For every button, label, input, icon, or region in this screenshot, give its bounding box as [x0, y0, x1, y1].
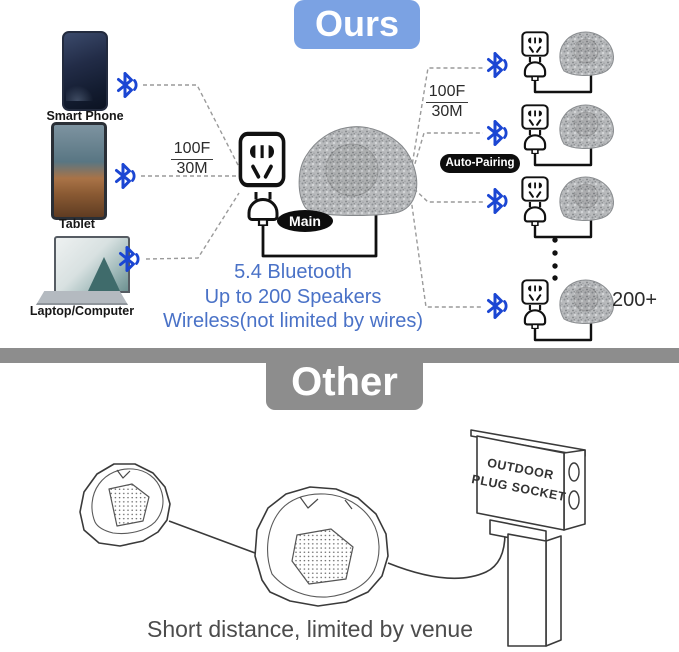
bluetooth-icon [484, 293, 510, 319]
range-label: 100F 30M [424, 83, 470, 121]
bluetooth-icon [484, 188, 510, 214]
other-section-lineart: OUTDOOR PLUG SOCKET [79, 429, 586, 647]
bluetooth-icon [484, 52, 510, 78]
range-feet: 100F [170, 140, 214, 160]
satellite-row-1 [521, 31, 615, 94]
speaker-count: 200+ [612, 289, 658, 311]
main-power-socket-icon [240, 134, 378, 258]
more-speakers-dots [552, 237, 558, 281]
other-caption: Short distance, limited by venue [146, 616, 473, 642]
power-plug-icon [523, 202, 547, 226]
other-banner: Other [266, 348, 423, 410]
feature-line-2: Up to 200 Speakers [204, 285, 382, 308]
laptop-label: Laptop/Computer [29, 304, 135, 318]
power-plug-icon [523, 305, 547, 329]
bluetooth-icon [484, 120, 510, 146]
bluetooth-icon [114, 72, 140, 98]
range-meters: 30M [431, 102, 463, 120]
rock-speaker [559, 176, 615, 221]
power-socket-icon [521, 176, 549, 202]
rock-speaker [559, 279, 615, 324]
smartphone-label: Smart Phone [46, 109, 124, 123]
tablet-label: Tablet [59, 217, 95, 231]
wired-rock-speaker-large [254, 486, 389, 607]
range-meters: 30M [176, 159, 208, 177]
main-rock-speaker [298, 126, 418, 217]
rock-speaker [559, 104, 615, 149]
tablet-image [51, 122, 107, 220]
outdoor-plug-socket-box: OUTDOOR PLUG SOCKET [470, 429, 586, 647]
satellite-row-2 [521, 104, 615, 167]
range-label: 100F 30M [170, 140, 214, 178]
ours-banner: Ours [294, 0, 420, 49]
left-dashed-links [141, 84, 240, 260]
rock-speaker [559, 31, 615, 76]
power-socket-icon [521, 104, 549, 130]
feature-line-1: 5.4 Bluetooth [234, 261, 352, 283]
smartphone-image [62, 31, 108, 111]
satellite-row-3 [521, 176, 615, 239]
wired-rock-speaker-small [79, 463, 171, 547]
satellite-row-4 [521, 279, 615, 342]
feature-text: 5.4 Bluetooth Up to 200 Speakers Wireles… [128, 260, 458, 334]
range-feet: 100F [425, 83, 469, 103]
power-socket-icon [521, 31, 549, 57]
bluetooth-icon [112, 163, 138, 189]
feature-line-3: Wireless(not limited by wires) [162, 310, 424, 332]
laptop-image [54, 236, 130, 293]
power-plug-icon [523, 130, 547, 154]
main-speaker-badge: Main [277, 210, 333, 232]
auto-pairing-badge: Auto-Pairing [440, 154, 520, 173]
power-socket-icon [521, 279, 549, 305]
power-plug-icon [523, 57, 547, 81]
laptop-base [36, 291, 128, 305]
